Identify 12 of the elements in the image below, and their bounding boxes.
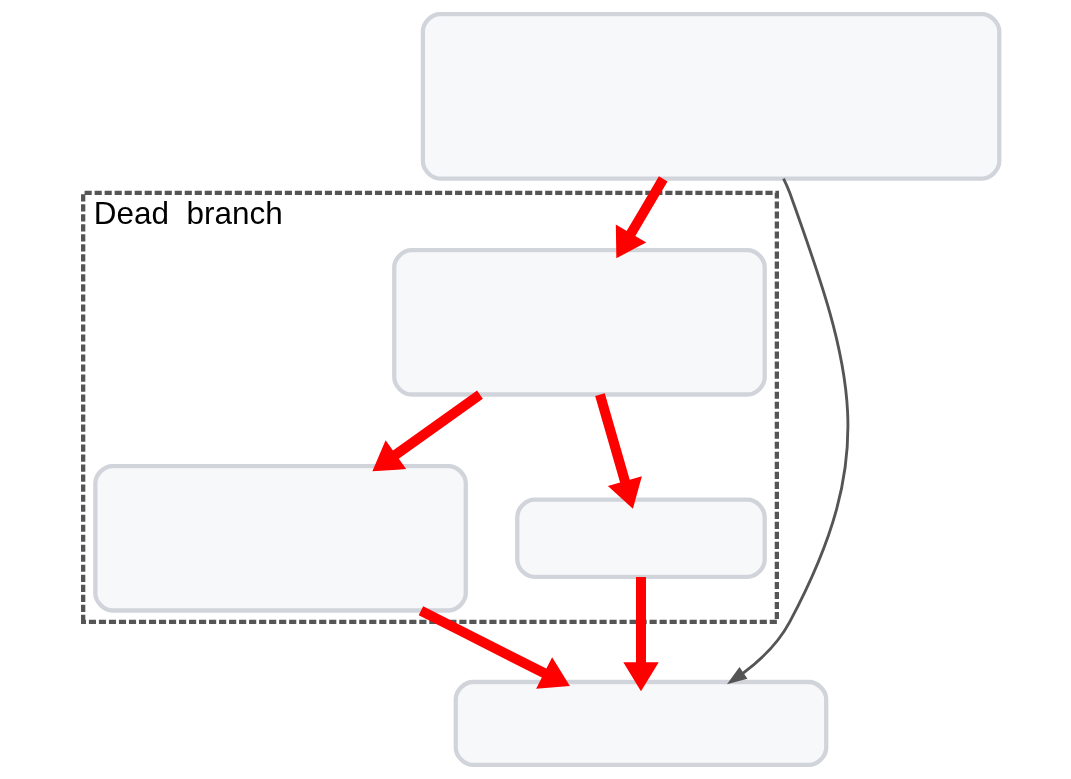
arrow (623, 577, 659, 692)
arrow (595, 393, 642, 509)
arrow (418, 606, 570, 689)
node-box (453, 679, 829, 768)
arrow (726, 177, 849, 685)
node-box (515, 497, 767, 579)
node-box (420, 11, 1002, 181)
node-box (392, 247, 767, 397)
arrow (372, 390, 483, 472)
cluster: Dead branch (81, 190, 779, 625)
node-box (93, 463, 468, 613)
arrow (615, 176, 668, 259)
